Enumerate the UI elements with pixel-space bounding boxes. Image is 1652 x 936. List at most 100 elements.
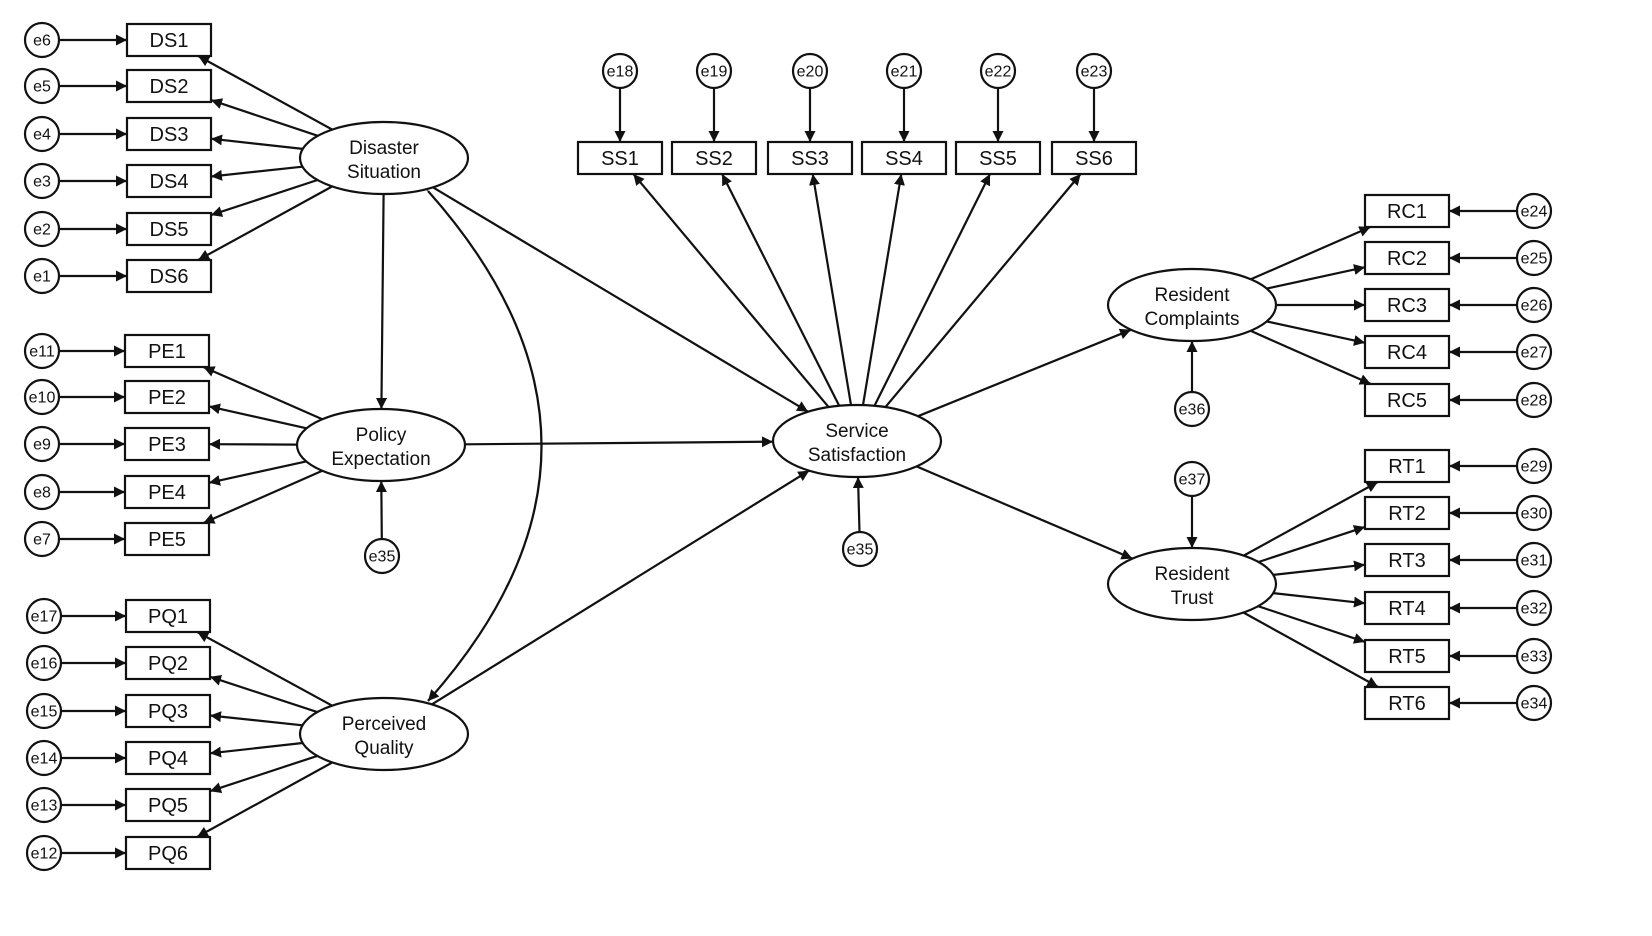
error-term: e4	[23, 115, 61, 153]
indicator-rect	[1363, 638, 1451, 674]
error-label: e3	[33, 174, 51, 191]
error-label: e11	[29, 344, 55, 361]
latent-ellipse	[1106, 546, 1278, 622]
error-circle	[791, 52, 829, 90]
error-circle	[23, 162, 61, 200]
indicator-box: SS4	[860, 140, 948, 176]
indicator-rect	[123, 474, 211, 510]
error-term: e14	[25, 739, 63, 777]
loading-arrow	[210, 165, 303, 181]
indicator-label: DS4	[150, 171, 189, 193]
error-circle	[23, 332, 61, 370]
latent-label-line: Resident	[1155, 564, 1231, 585]
indicator-label: RT5	[1388, 646, 1425, 668]
error-label: e18	[607, 64, 634, 81]
error-label: e6	[33, 33, 51, 50]
indicator-rect	[1363, 448, 1451, 484]
error-label: e20	[797, 64, 824, 81]
indicator-box: PQ1	[124, 598, 212, 634]
loading-arrow	[197, 55, 333, 131]
loading-arrow	[208, 403, 307, 430]
indicator-label: RC3	[1387, 295, 1427, 317]
error-label: e31	[1521, 553, 1548, 570]
loading-arrow	[202, 469, 323, 525]
indicator-box: SS2	[670, 140, 758, 176]
error-circle	[25, 834, 63, 872]
indicator-box: DS4	[125, 163, 213, 199]
error-label: e8	[33, 485, 51, 502]
error-label: e7	[33, 532, 51, 549]
error-term: e2	[23, 210, 61, 248]
indicator-rect	[954, 140, 1042, 176]
indicator-label: RT2	[1388, 503, 1425, 525]
error-label: e32	[1521, 601, 1548, 618]
loading-arrow	[1266, 264, 1366, 290]
structural-path-arrow	[916, 465, 1133, 560]
error-label: e19	[701, 64, 728, 81]
error-term: e17	[25, 597, 63, 635]
error-label: e34	[1521, 696, 1548, 713]
error-circle	[695, 52, 733, 90]
indicator-box: SS1	[576, 140, 664, 176]
error-circle	[23, 67, 61, 105]
indicator-label: RC4	[1387, 342, 1427, 364]
indicator-label: RC2	[1387, 248, 1427, 270]
error-label: e24	[1521, 204, 1548, 221]
disturbance-arrow	[852, 476, 864, 533]
error-circle	[1515, 541, 1553, 579]
error-circle	[23, 520, 61, 558]
loading-arrow	[210, 98, 319, 137]
error-circle	[1075, 52, 1113, 90]
indicator-label: PQ5	[148, 795, 188, 817]
error-term: e24	[1515, 192, 1553, 230]
loading-arrow	[1266, 320, 1366, 346]
error-term: e7	[23, 520, 61, 558]
indicator-rect	[124, 740, 212, 776]
error-label: e13	[31, 798, 58, 815]
indicator-box: PQ4	[124, 740, 212, 776]
loading-arrow	[197, 185, 333, 261]
indicator-label: PQ1	[148, 606, 188, 628]
error-term: e33	[1515, 637, 1553, 675]
error-term: e8	[23, 473, 61, 511]
indicator-box: PE3	[123, 426, 211, 462]
indicator-label: SS6	[1075, 148, 1113, 170]
error-circle	[1515, 684, 1553, 722]
indicator-label: PE2	[148, 387, 186, 409]
loading-arrow	[809, 173, 853, 406]
indicator-box: PE1	[123, 333, 211, 369]
error-term: e30	[1515, 494, 1553, 532]
indicator-label: DS3	[150, 124, 189, 146]
indicator-label: PE5	[148, 529, 186, 551]
indicator-rect	[1363, 240, 1451, 276]
error-term: e1	[23, 257, 61, 295]
error-circle	[1515, 286, 1553, 324]
error-term: e6	[23, 21, 61, 59]
loading-arrow	[209, 675, 318, 714]
error-label: e27	[1521, 345, 1548, 362]
indicator-label: SS5	[979, 148, 1017, 170]
latent-ellipse	[298, 696, 470, 772]
error-term: e13	[25, 786, 63, 824]
error-term: e18	[601, 52, 639, 90]
indicator-rect	[124, 693, 212, 729]
indicator-label: PQ2	[148, 653, 188, 675]
indicator-label: PQ6	[148, 843, 188, 865]
latent-label-line: Disaster	[349, 138, 419, 159]
disturbance-label: e36	[1179, 402, 1206, 419]
error-circle	[25, 692, 63, 730]
error-term: e3	[23, 162, 61, 200]
error-label: e5	[33, 79, 51, 96]
error-circle	[23, 257, 61, 295]
loading-arrow	[1242, 611, 1379, 688]
disturbance-label: e37	[1179, 472, 1206, 489]
indicator-rect	[125, 68, 213, 104]
indicator-rect	[1363, 193, 1451, 229]
error-circle	[1515, 589, 1553, 627]
error-term: e12	[25, 834, 63, 872]
indicator-box: RC2	[1363, 240, 1451, 276]
indicator-label: PE3	[148, 434, 186, 456]
indicator-label: RT3	[1388, 550, 1425, 572]
